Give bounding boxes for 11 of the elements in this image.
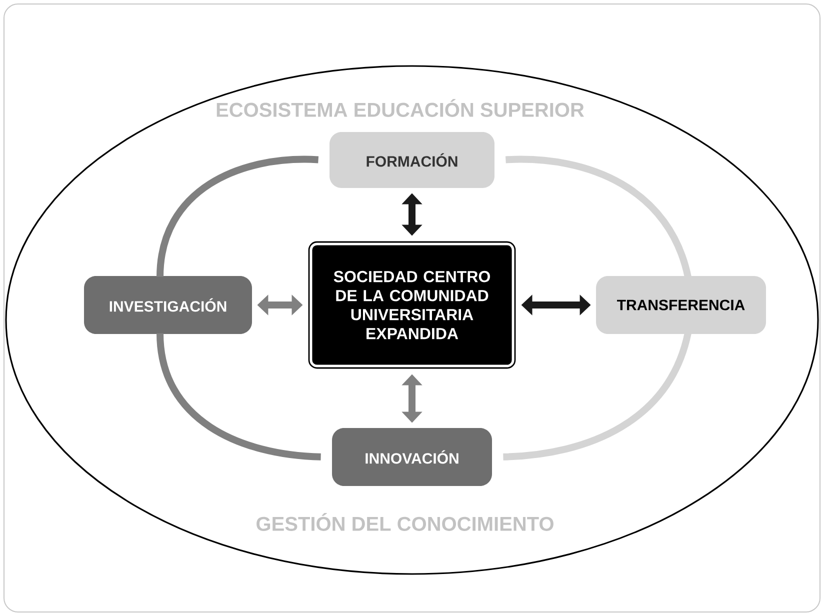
connector-arc (156, 332, 322, 460)
connector-arc (506, 156, 692, 278)
ellipse-title: ECOSISTEMA EDUCACIÓN SUPERIOR (216, 99, 584, 117)
process-box: INVESTIGACIÓN (84, 276, 252, 334)
ellipse-title: GESTIÓN DEL CONOCIMIENTO (256, 513, 554, 531)
center-box: SOCIEDAD CENTRO DE LA COMUNIDAD UNIVERSITARIA EXPANDIDA (306, 238, 518, 372)
process-box: TRANSFERENCIA (596, 276, 766, 334)
connector-arc (503, 332, 692, 460)
connector-arc (156, 156, 318, 278)
process-box: FORMACIÓN (330, 132, 494, 188)
process-box: INNOVACIÓN (332, 428, 492, 486)
